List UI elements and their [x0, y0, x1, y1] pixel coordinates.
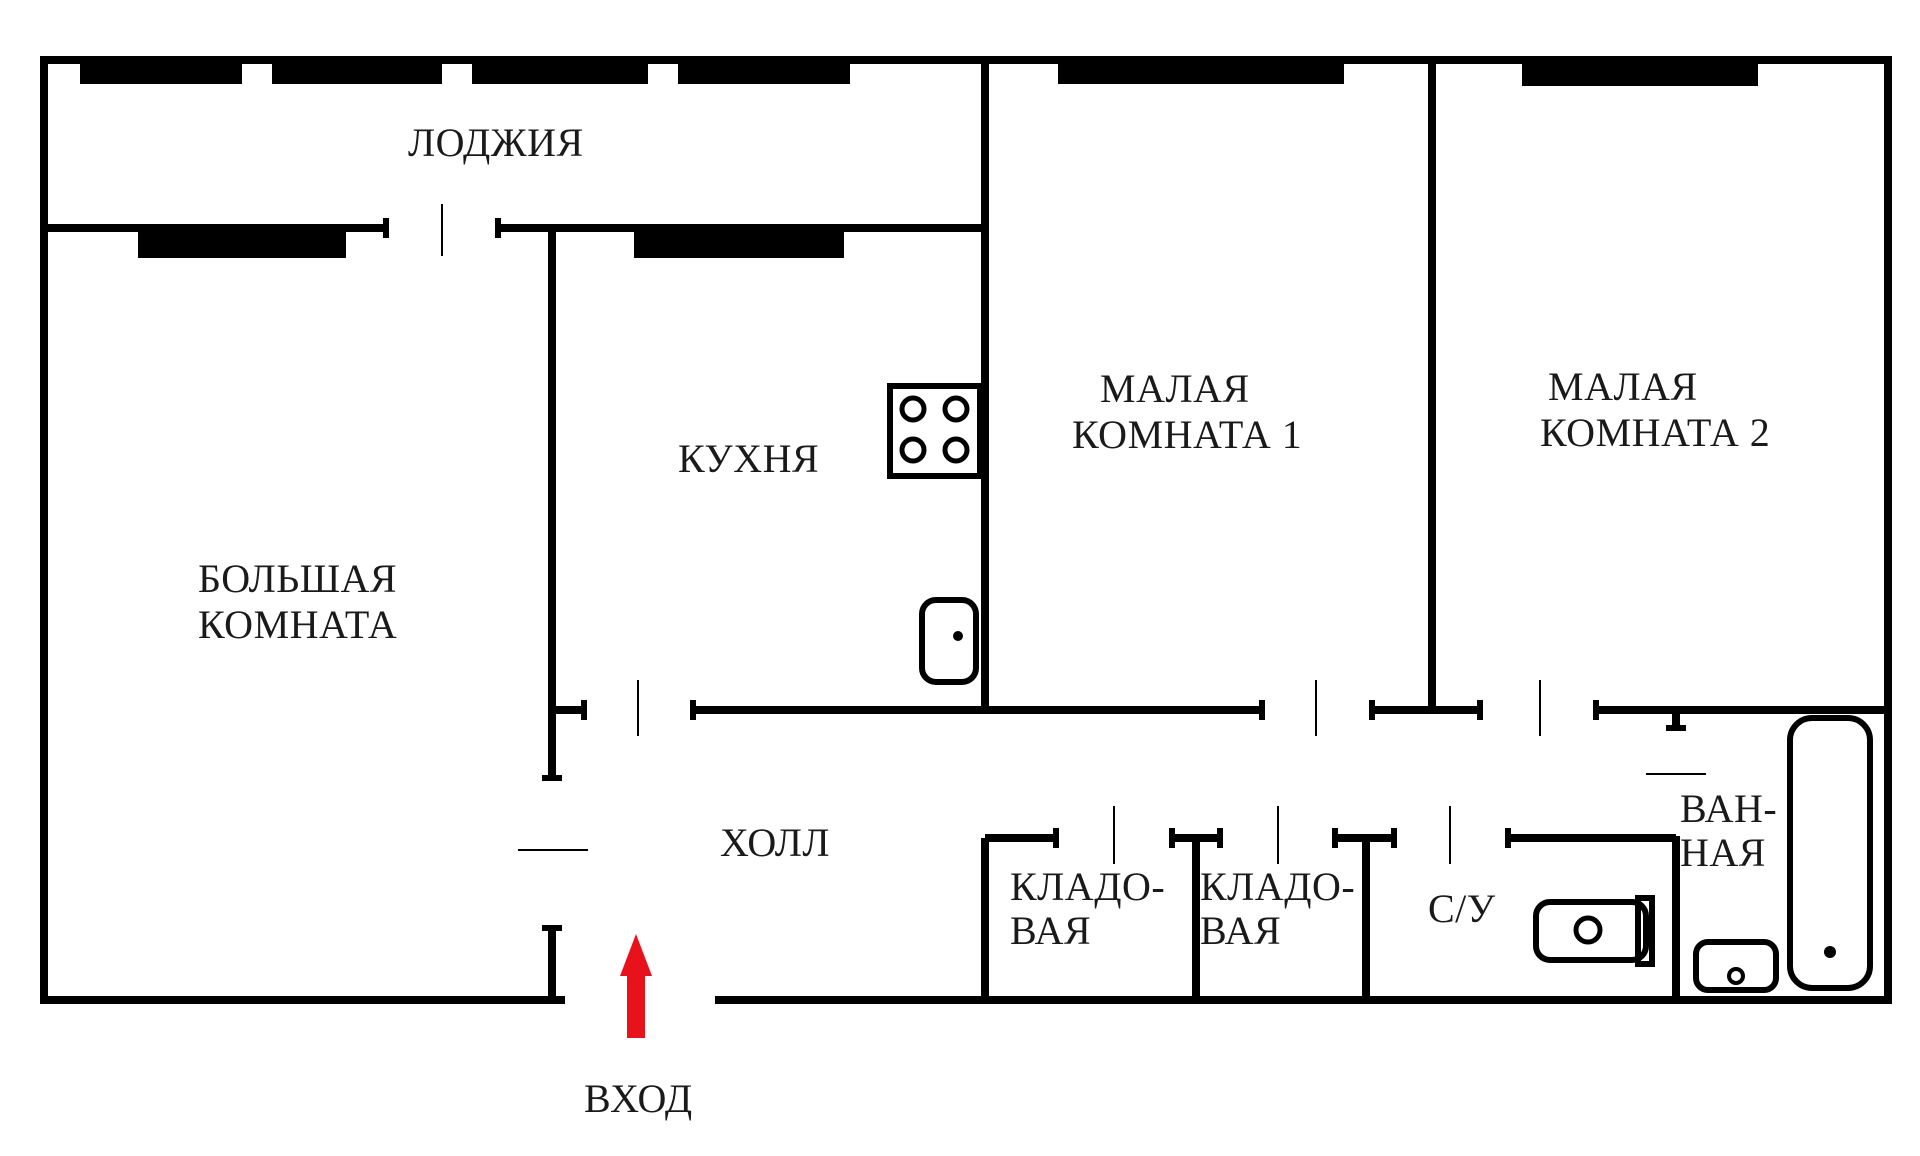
label-storage-2: КЛАДО- ВАЯ [1200, 864, 1366, 953]
door-jambs [383, 218, 1686, 931]
toilet-icon [1533, 895, 1655, 967]
window [80, 62, 242, 84]
label-entrance: ВХОД [584, 1076, 693, 1121]
window [634, 230, 844, 258]
windows [80, 62, 1758, 258]
label-storage-1: КЛАДО- ВАЯ [1010, 864, 1176, 953]
window [1522, 62, 1758, 86]
window [138, 230, 346, 258]
label-loggia: ЛОДЖИЯ [408, 120, 584, 165]
label-small-room-1: МАЛАЯ КОМНАТА 1 [1072, 366, 1302, 457]
walls [40, 56, 1892, 1004]
room-labels: ЛОДЖИЯ БОЛЬШАЯ КОМНАТА КУХНЯ МАЛАЯ КОМНА… [198, 120, 1788, 1121]
window [1058, 62, 1344, 84]
window [678, 62, 850, 84]
doors [441, 204, 1706, 864]
kitchen-sink-icon [919, 597, 979, 685]
window [272, 62, 442, 84]
label-big-room: БОЛЬШАЯ КОМНАТА [198, 556, 408, 647]
stove-icon [887, 383, 983, 479]
label-kitchen: КУХНЯ [678, 436, 819, 481]
window [472, 62, 648, 84]
label-hall: ХОЛЛ [720, 820, 830, 865]
washbasin-icon [1693, 939, 1779, 993]
label-bathroom: ВАН- НАЯ [1680, 786, 1788, 875]
entrance-arrow-icon [620, 934, 652, 1038]
bathtub-icon [1787, 715, 1873, 991]
label-wc: С/У [1428, 886, 1496, 931]
label-small-room-2: МАЛАЯ КОМНАТА 2 [1540, 364, 1770, 455]
